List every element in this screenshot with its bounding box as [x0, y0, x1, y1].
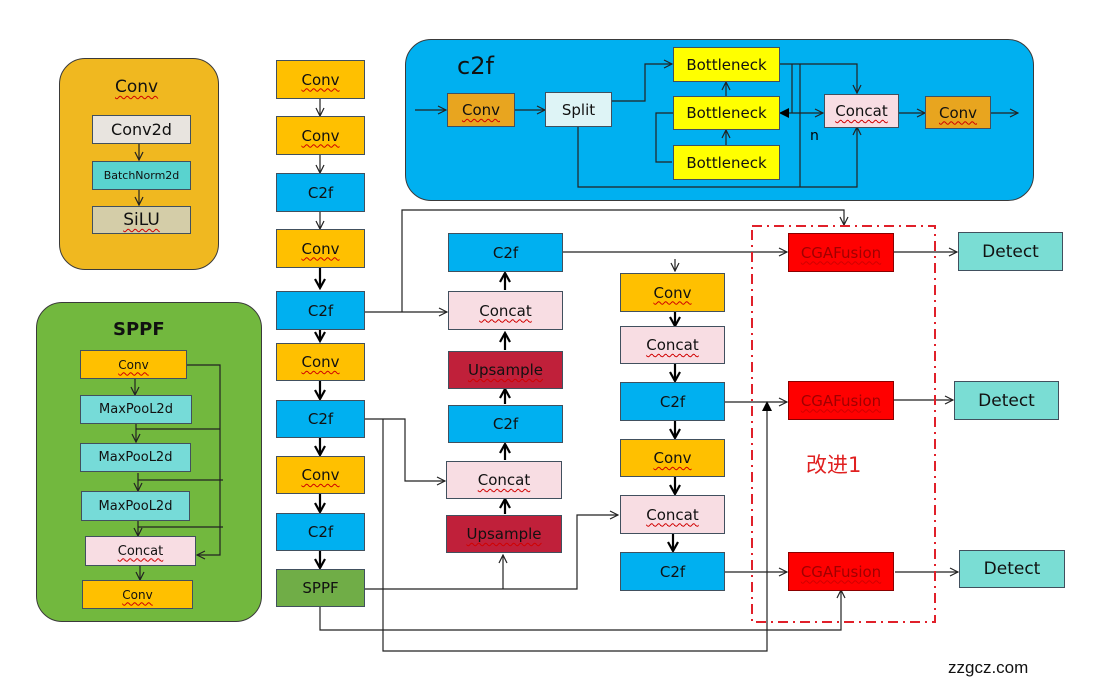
conv2d-layer: Conv2d	[92, 115, 191, 144]
pan-c2f-2: C2f	[620, 552, 725, 591]
backbone-sppf: SPPF	[276, 569, 365, 607]
pan-concat-1: Concat	[620, 326, 725, 364]
conv-panel-title: Conv	[115, 77, 159, 97]
neck-concat-1: Concat	[448, 291, 563, 330]
silu-layer: SiLU	[92, 206, 191, 234]
backbone-c2f-3: C2f	[276, 400, 365, 438]
backbone-c2f-4: C2f	[276, 513, 365, 551]
backbone-conv-3: Conv	[276, 229, 365, 268]
improvement-label: 改进1	[806, 453, 862, 477]
sppf-maxpool-1: MaxPooL2d	[80, 395, 192, 424]
sppf-maxpool-2: MaxPooL2d	[80, 443, 191, 472]
pan-c2f-1: C2f	[620, 382, 725, 421]
pan-concat-2: Concat	[620, 495, 725, 534]
neck-c2f-top: C2f	[448, 233, 563, 272]
backbone-conv-4: Conv	[276, 343, 365, 381]
sppf-panel-title: SPPF	[113, 319, 165, 340]
sppf-conv-in: Conv	[80, 350, 187, 379]
backbone-conv-5: Conv	[276, 456, 365, 494]
backbone-c2f-1: C2f	[276, 173, 365, 212]
sppf-concat: Concat	[85, 536, 196, 566]
neck-upsample-2: Upsample	[446, 515, 562, 553]
cgafusion-2: CGAFusion	[788, 381, 894, 420]
detect-head-1: Detect	[958, 232, 1063, 271]
c2f-bottleneck-1: Bottleneck	[673, 47, 780, 82]
detect-head-3: Detect	[959, 550, 1065, 588]
improvement-region	[751, 225, 936, 623]
c2f-bottleneck-3: Bottleneck	[673, 145, 780, 180]
pan-conv-2: Conv	[620, 439, 725, 477]
watermark: zzgcz.com	[948, 658, 1029, 677]
pan-conv-1: Conv	[620, 273, 725, 312]
backbone-conv-1: Conv	[276, 60, 365, 99]
c2f-repeat-label: n	[810, 128, 819, 144]
cgafusion-3: CGAFusion	[788, 552, 894, 591]
sppf-conv-out: Conv	[82, 580, 193, 609]
cgafusion-1: CGAFusion	[788, 233, 894, 272]
c2f-conv-out: Conv	[925, 96, 991, 129]
batchnorm2d-layer: BatchNorm2d	[92, 161, 191, 190]
c2f-panel-title: c2f	[457, 52, 494, 80]
sppf-maxpool-3: MaxPooL2d	[81, 491, 190, 521]
c2f-bottleneck-2: Bottleneck	[673, 96, 780, 130]
c2f-concat: Concat	[824, 94, 899, 128]
backbone-conv-2: Conv	[276, 116, 365, 155]
neck-upsample-1: Upsample	[448, 351, 563, 389]
c2f-split: Split	[545, 92, 612, 127]
c2f-conv-in: Conv	[447, 93, 515, 127]
backbone-c2f-2: C2f	[276, 291, 365, 330]
neck-concat-2: Concat	[446, 461, 562, 499]
detect-head-2: Detect	[954, 381, 1059, 420]
neck-c2f-mid: C2f	[448, 405, 563, 443]
